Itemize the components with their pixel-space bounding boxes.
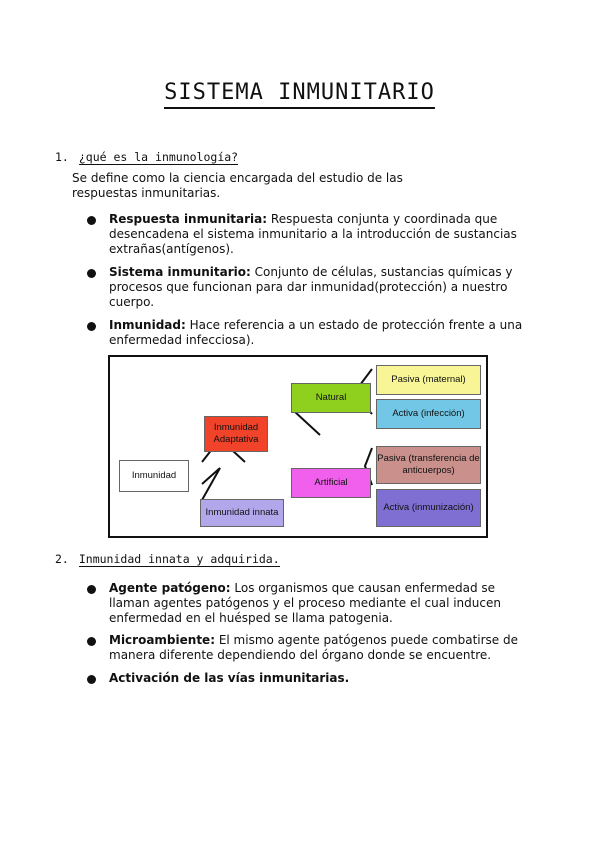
term: Respuesta inmunitaria: bbox=[109, 212, 268, 226]
immunity-diagram: Inmunidad Inmunidad Adaptativa Inmunidad… bbox=[108, 355, 488, 538]
term: Microambiente: bbox=[109, 633, 215, 647]
section-number: 1. bbox=[55, 150, 69, 164]
node-inmunidad: Inmunidad bbox=[119, 460, 189, 492]
node-inmunidad-adaptativa: Inmunidad Adaptativa bbox=[204, 416, 268, 452]
section-title: Inmunidad innata y adquirida. bbox=[78, 552, 280, 567]
list-item: Inmunidad: Hace referencia a un estado d… bbox=[87, 318, 532, 348]
bullet-icon bbox=[87, 637, 96, 646]
list-item: Microambiente: El mismo agente patógenos… bbox=[87, 633, 532, 663]
bullet-icon bbox=[87, 675, 96, 684]
node-pasiva-transferencia: Pasiva (transferencia de anticuerpos) bbox=[376, 446, 481, 484]
node-natural: Natural bbox=[291, 383, 371, 413]
section-number: 2. bbox=[55, 552, 69, 566]
definition: Los organismos que causan enfermedad se … bbox=[109, 581, 501, 625]
list-item: Sistema inmunitario: Conjunto de células… bbox=[87, 265, 532, 310]
node-artificial: Artificial bbox=[291, 468, 371, 498]
definition: Conjunto de células, sustancias químicas… bbox=[109, 265, 513, 309]
term: Inmunidad: bbox=[109, 318, 186, 332]
term: Sistema inmunitario: bbox=[109, 265, 251, 279]
list-item: Respuesta inmunitaria: Respuesta conjunt… bbox=[87, 212, 532, 257]
bullet-icon bbox=[87, 269, 96, 278]
bullet-icon bbox=[87, 216, 96, 225]
definition: El mismo agente patógenos puede combatir… bbox=[109, 633, 518, 662]
node-activa-inmunizacion: Activa (inmunización) bbox=[376, 489, 481, 527]
definition: Hace referencia a un estado de protecció… bbox=[109, 318, 523, 347]
section-title: ¿qué es la inmunología? bbox=[78, 150, 239, 165]
list-item: Agente patógeno: Los organismos que caus… bbox=[87, 581, 532, 626]
list-item: Activación de las vías inmunitarias. bbox=[87, 671, 532, 686]
section-1-intro: Se define como la ciencia encargada del … bbox=[72, 171, 403, 200]
term: Activación de las vías inmunitarias. bbox=[109, 671, 350, 685]
definition: Respuesta conjunta y coordinada que dese… bbox=[109, 212, 517, 256]
section-1-heading: 1. ¿qué es la inmunología? bbox=[55, 150, 239, 165]
page-title: SISTEMA INMUNITARIO bbox=[0, 80, 599, 109]
node-activa-infeccion: Activa (infección) bbox=[376, 399, 481, 429]
bullet-icon bbox=[87, 322, 96, 331]
bullet-icon bbox=[87, 585, 96, 594]
node-pasiva-maternal: Pasiva (maternal) bbox=[376, 365, 481, 395]
term: Agente patógeno: bbox=[109, 581, 231, 595]
section-2-heading: 2. Inmunidad innata y adquirida. bbox=[55, 552, 280, 567]
node-inmunidad-innata: Inmunidad innata bbox=[200, 499, 284, 527]
